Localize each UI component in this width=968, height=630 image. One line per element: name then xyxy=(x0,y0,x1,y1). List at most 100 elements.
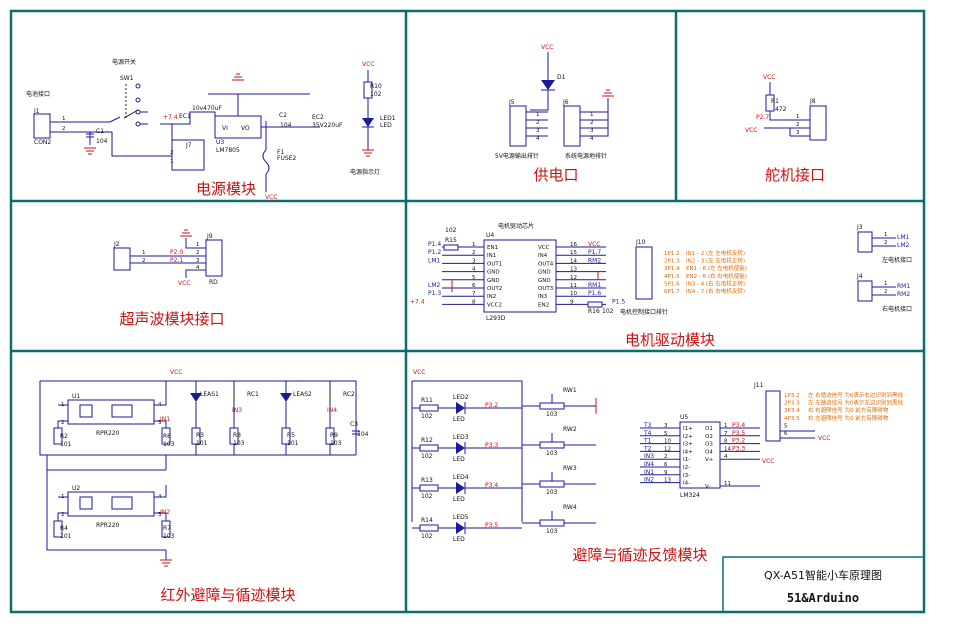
j10-pin-desc: IN1 - 2 (左 左电机反转) xyxy=(686,249,745,257)
us-p21: P2.1 xyxy=(170,257,183,264)
fb-potentiometer xyxy=(539,402,565,410)
j1-value: CON2 xyxy=(34,139,51,146)
fb-potentiometer xyxy=(539,441,565,449)
j4-connector xyxy=(857,280,873,302)
ir-in3: IN3 xyxy=(232,407,242,414)
svg-text:3: 3 xyxy=(196,258,200,264)
j4-ref: J4 xyxy=(856,273,863,280)
svg-text:3: 3 xyxy=(796,130,800,136)
u5-left-pin: I3- xyxy=(683,473,690,479)
fb-resistor-ref: R14 xyxy=(421,517,433,524)
r1-ref: R1 xyxy=(771,98,779,105)
j11-pin-label: 2P3.3 xyxy=(784,401,800,407)
svg-text:2: 2 xyxy=(884,289,888,295)
c3-ref: C3 xyxy=(350,421,358,428)
motor-left-net: P1.4 xyxy=(428,241,441,248)
svg-text:1: 1 xyxy=(62,116,66,122)
motor-right-pin-num: 10 xyxy=(570,291,577,297)
j10-pin-desc: EN1 - 6 (左 左电机使能) xyxy=(686,264,747,272)
u5-right-pin: V- xyxy=(705,484,710,490)
l293d-chip xyxy=(483,239,557,313)
j6-label: 系统电源地排针 xyxy=(565,152,607,160)
motor-left-net: P1.2 xyxy=(428,249,441,256)
motor-left-pin-num: 7 xyxy=(472,291,476,297)
fb-led-type: LED xyxy=(453,496,465,503)
supply-vcc: VCC xyxy=(541,44,553,51)
motor-right-net: P1.5 xyxy=(612,298,625,305)
ec1-value: 10v470uF xyxy=(192,105,222,112)
svg-text:2: 2 xyxy=(170,150,174,156)
c2-ref: C2 xyxy=(279,112,287,119)
j10-pin-desc: IN3 - 4 (右 右电机正转) xyxy=(686,279,745,287)
u1-value: RPR220 xyxy=(96,430,120,437)
ec1-ref: EC1 xyxy=(179,113,191,120)
fb-port-net: P3.3 xyxy=(485,442,498,449)
rc2-ref: RC2 xyxy=(343,391,355,398)
svg-text:4: 4 xyxy=(590,136,594,142)
r10-value: 102 xyxy=(370,91,382,98)
motor-right-net: RM1 xyxy=(588,282,601,289)
u1-ref: U1 xyxy=(72,393,80,400)
c1-value: 104 xyxy=(96,138,108,145)
ir-in2: IN2 xyxy=(160,509,170,516)
j11-pin-label: 5 xyxy=(784,423,788,429)
u5-right-net: P3.3 xyxy=(732,445,745,452)
fb-resistor-value: 102 xyxy=(421,493,433,500)
r2-resistor xyxy=(53,427,63,445)
j11-header xyxy=(765,390,781,442)
title-block-name: QX-A51智能小车原理图 xyxy=(764,568,882,582)
motor-right-pin-num: 15 xyxy=(570,250,577,256)
r4-value: 101 xyxy=(60,533,72,540)
j6-ref: J6 xyxy=(562,99,569,106)
fb-resistor-ref: R13 xyxy=(421,477,433,484)
motor-left-pin-name: IN2 xyxy=(487,294,496,300)
ir-in4: IN4 xyxy=(327,407,337,414)
j7-connector xyxy=(171,139,205,171)
j10-ref: J10 xyxy=(635,239,646,246)
j10-pin-desc: EN2 - 6 (右 右电机使能) xyxy=(686,272,747,280)
j10-pin-label: 2P1.3 xyxy=(664,259,680,265)
svg-text:2: 2 xyxy=(61,512,65,518)
j4-rm1: RM1 xyxy=(897,283,910,290)
fb-port-net: P3.4 xyxy=(485,482,498,489)
motor-right-pin-num: 13 xyxy=(570,267,577,273)
svg-text:1: 1 xyxy=(590,112,594,118)
fb-rw-ref: RW1 xyxy=(563,387,577,394)
fb-rw-value: 103 xyxy=(546,411,558,418)
j10-pin-label: 4P1.5 xyxy=(664,274,680,280)
motor-left-net: LM2 xyxy=(428,282,441,289)
u5-left-pin: I4- xyxy=(683,481,690,487)
motor-left-pin-name: VCC2 xyxy=(487,302,502,308)
u5-right-num: 8 xyxy=(724,439,728,445)
u5-left-pin: I1+ xyxy=(683,426,693,432)
svg-text:1: 1 xyxy=(142,250,146,256)
fb-resistor-ref: R12 xyxy=(421,437,433,444)
u5-right-num: 14 xyxy=(724,446,731,452)
motor-right-pin-name: EN2 xyxy=(538,302,549,308)
j5-ref: J5 xyxy=(508,99,515,106)
fb-led-ref: LED4 xyxy=(453,474,469,481)
motor-right-pin-num: 16 xyxy=(570,242,577,248)
r6-ref: R6 xyxy=(163,433,171,440)
r2-value: 101 xyxy=(60,441,72,448)
fb-led-ref: LED5 xyxy=(453,514,469,521)
u5-left-net: T3 xyxy=(643,422,652,429)
svg-text:2: 2 xyxy=(590,120,594,126)
r8-ref: R8 xyxy=(233,432,241,439)
fb-resistor xyxy=(419,524,439,532)
u3-vi: VI xyxy=(222,125,228,132)
svg-text:2: 2 xyxy=(884,240,888,246)
motor-right-pin-name: GND xyxy=(538,270,551,276)
u5-left-net: IN4 xyxy=(644,461,654,468)
r16-value: 102 xyxy=(602,308,614,315)
j11-pin-desc: 右 右避障信号 为0 前方有障碍物 xyxy=(808,406,889,414)
fb-led-icon xyxy=(456,402,465,414)
fb-potentiometer xyxy=(539,480,565,488)
led1-type: LED xyxy=(380,122,392,129)
r9-ref: R9 xyxy=(330,432,338,439)
r16-ref: R16 xyxy=(588,308,600,315)
motor-left-net: +7.4 xyxy=(410,298,425,305)
